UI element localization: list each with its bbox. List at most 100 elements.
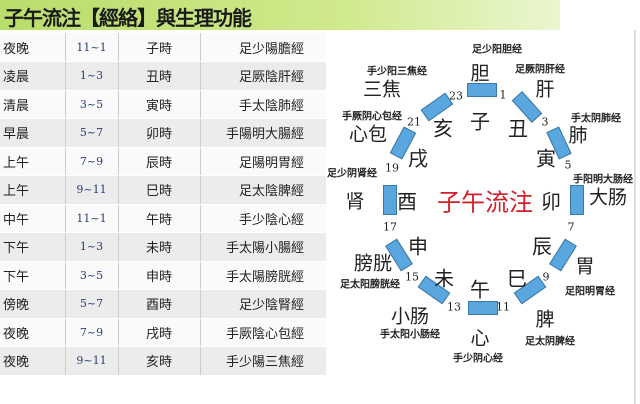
hours-cell: 7~9 (65, 318, 119, 347)
hour-label: 13 (447, 300, 461, 314)
meridian-cell: 足厥陰肝經 (200, 61, 326, 91)
meridian-label: 手太阳小肠经 (380, 329, 440, 341)
organ-label: 胃 (575, 255, 595, 278)
branch-label: 子 (470, 109, 490, 134)
shichen-cell: 卯時 (118, 118, 201, 148)
hour-label: 21 (407, 115, 421, 129)
shichen-cell: 亥時 (118, 346, 201, 376)
meridian-cell: 手陽明大腸經 (200, 118, 326, 148)
period-cell: 清晨 (0, 90, 66, 119)
branch-label: 辰 (532, 234, 552, 259)
header-bar: 子午流注【經絡】與生理功能 (0, 0, 560, 30)
shichen-cell: 酉時 (118, 289, 201, 319)
meridian-label: 足阳明胃经 (565, 286, 615, 298)
meridian-cell: 手太陰肺經 (200, 90, 326, 119)
hours-cell: 3~5 (65, 261, 119, 290)
page-title: 子午流注【經絡】與生理功能 (4, 6, 252, 30)
meridian-segment (467, 83, 497, 97)
organ-label: 心 (470, 327, 490, 350)
shichen-cell: 巳時 (118, 175, 201, 205)
organ-label: 小肠 (390, 305, 430, 328)
branch-label: 酉 (397, 189, 417, 214)
period-cell: 夜晚 (0, 318, 66, 347)
hour-label: 23 (449, 89, 463, 103)
hour-label: 1 (499, 88, 507, 102)
hour-label: 5 (564, 158, 572, 172)
period-cell: 中午 (0, 204, 66, 233)
branch-label: 卯 (541, 189, 561, 214)
hour-label: 9 (542, 270, 550, 284)
meridian-label: 手太阴肺经 (571, 113, 621, 125)
hours-cell: 11~1 (65, 204, 119, 233)
hours-cell: 9~11 (65, 346, 119, 376)
organ-label: 胆 (470, 62, 490, 85)
hours-cell: 9~11 (65, 175, 119, 205)
meridian-label: 手阳明大肠经 (573, 174, 633, 186)
diagram-center-title: 子午流注 (437, 188, 533, 217)
shichen-cell: 辰時 (118, 147, 201, 176)
organ-label: 心包 (348, 123, 388, 146)
frame-border (634, 30, 636, 404)
branch-label: 寅 (536, 146, 556, 171)
meridian-label: 手少阳三焦经 (367, 66, 427, 78)
meridian-label: 足少阴肾经 (327, 168, 377, 180)
hour-label: 15 (405, 270, 419, 284)
meridian-label: 足少阳胆经 (472, 44, 522, 56)
period-cell: 上午 (0, 147, 66, 176)
hours-cell: 3~5 (65, 90, 119, 119)
meridian-cell: 足太陰脾經 (200, 175, 326, 205)
hours-cell: 1~3 (65, 232, 119, 262)
branch-label: 巳 (507, 266, 527, 291)
hours-cell: 5~7 (65, 289, 119, 319)
meridian-cell: 足少陽膽經 (200, 33, 326, 62)
period-cell: 早晨 (0, 118, 66, 148)
period-cell: 夜晚 (0, 346, 66, 376)
shichen-cell: 申時 (118, 261, 201, 290)
meridian-cell: 手太陽膀胱經 (200, 261, 326, 290)
shichen-cell: 未時 (118, 232, 201, 262)
meridian-cell: 足少陰腎經 (200, 289, 326, 319)
meridian-label: 足太阴脾经 (525, 336, 575, 348)
branch-label: 丑 (508, 116, 528, 141)
meridian-cell: 手少陰心經 (200, 204, 326, 233)
organ-label: 肾 (345, 190, 365, 213)
hour-label: 7 (567, 220, 575, 234)
meridian-cell: 手太陽小腸經 (200, 232, 326, 262)
branch-label: 亥 (433, 116, 453, 141)
organ-label: 肺 (568, 124, 588, 147)
meridian-label: 足太阳膀胱经 (340, 279, 400, 291)
meridian-segment (468, 301, 498, 315)
branch-label: 戌 (408, 146, 428, 171)
period-cell: 傍晚 (0, 289, 66, 319)
hour-label: 11 (496, 300, 510, 314)
meridian-segment (549, 238, 577, 272)
branch-label: 午 (470, 277, 490, 302)
hour-label: 3 (541, 115, 549, 129)
shichen-cell: 寅時 (118, 90, 201, 119)
organ-label: 膀胱 (353, 252, 393, 275)
meridian-cell: 足陽明胃經 (200, 147, 326, 176)
hours-cell: 11~1 (65, 33, 119, 62)
shichen-cell: 午時 (118, 204, 201, 233)
period-cell: 凌晨 (0, 61, 66, 91)
organ-label: 三焦 (362, 78, 402, 101)
branch-label: 申 (408, 234, 428, 259)
period-cell: 上午 (0, 175, 66, 205)
meridian-segment (383, 185, 397, 215)
shichen-cell: 戌時 (118, 318, 201, 347)
meridian-segment (570, 185, 584, 215)
hours-cell: 5~7 (65, 118, 119, 148)
meridian-cell: 手少陽三焦經 (200, 346, 326, 376)
organ-label: 脾 (535, 308, 555, 331)
